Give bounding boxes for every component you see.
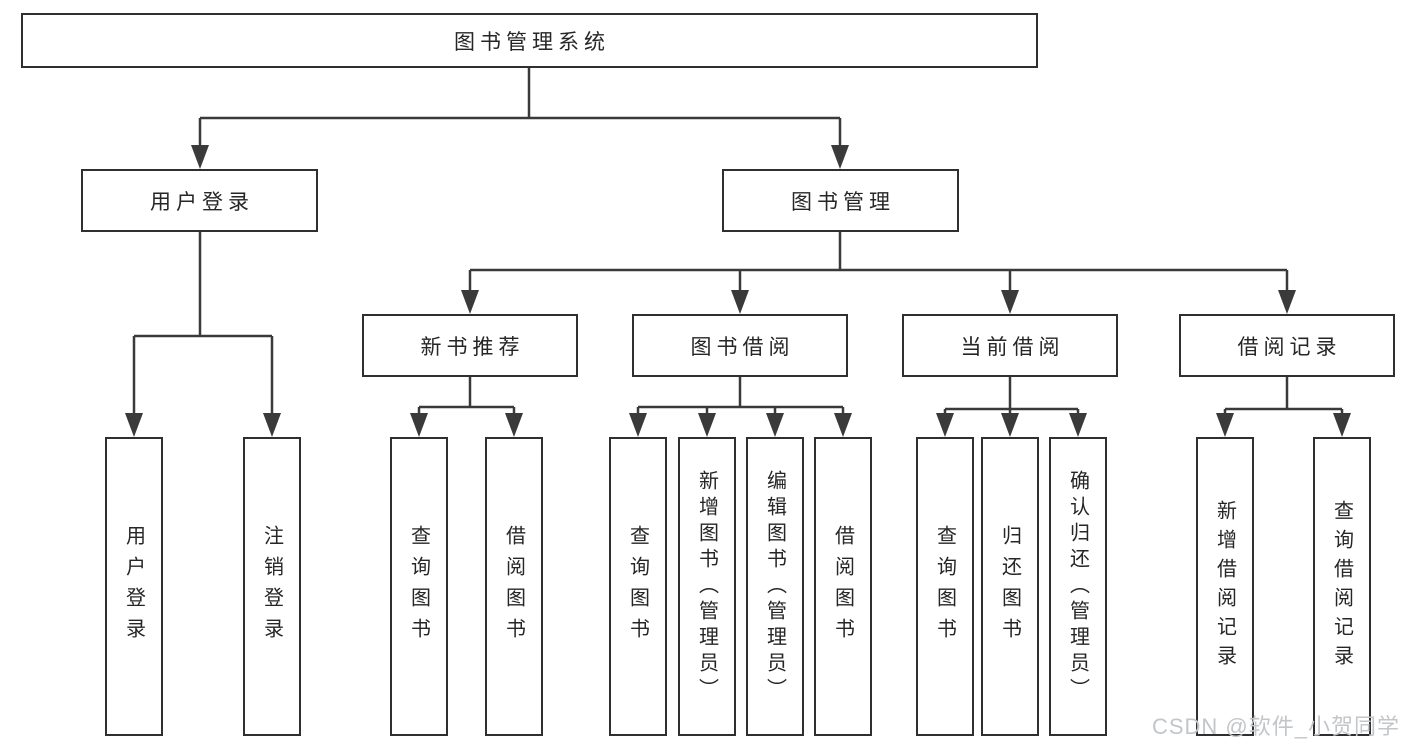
node-label: 确认归还（管理员） — [1066, 469, 1089, 704]
node-book-management: 图书管理 — [722, 169, 959, 232]
node-library-management-system: 图书管理系统 — [21, 13, 1038, 68]
connector-user-login-children — [125, 232, 281, 437]
node-label: 用户登录 — [150, 190, 254, 214]
arrow-down-icon — [191, 145, 209, 169]
arrow-down-icon — [629, 413, 647, 437]
connector-current-borrowing-children — [936, 377, 1087, 437]
node-label: 当前借阅 — [960, 335, 1065, 359]
leaf-borrow-books-recommend: 借阅图书 — [485, 437, 543, 736]
arrow-down-icon — [936, 413, 954, 437]
node-label: 图书借阅 — [690, 335, 795, 359]
connector-borrowing-records-children — [1216, 377, 1351, 437]
leaf-confirm-return-admin: 确认归还（管理员） — [1049, 437, 1107, 736]
arrow-down-icon — [125, 413, 143, 437]
node-label: 新书推荐 — [420, 335, 525, 359]
arrow-down-icon — [1001, 413, 1019, 437]
leaf-query-books-recommend: 查询图书 — [390, 437, 448, 736]
arrow-down-icon — [698, 413, 716, 437]
arrow-down-icon — [1333, 413, 1351, 437]
node-label: 借阅图书 — [831, 524, 854, 649]
leaf-query-books-current: 查询图书 — [916, 437, 974, 736]
leaf-add-borrowing-record: 新增借阅记录 — [1196, 437, 1254, 736]
arrow-down-icon — [410, 413, 428, 437]
arrow-down-icon — [1069, 413, 1087, 437]
node-book-borrowing: 图书借阅 — [632, 314, 848, 377]
node-label: 借阅记录 — [1237, 335, 1342, 359]
node-label: 图书管理系统 — [454, 30, 610, 54]
node-label: 图书管理 — [791, 190, 895, 214]
node-label: 新增图书（管理员） — [695, 469, 718, 704]
leaf-return-books: 归还图书 — [981, 437, 1039, 736]
node-label: 查询图书 — [626, 524, 649, 649]
arrow-down-icon — [263, 413, 281, 437]
connector-book-borrowing-children — [629, 377, 852, 437]
node-label: 借阅图书 — [502, 524, 525, 649]
leaf-user-login: 用户登录 — [105, 437, 163, 736]
node-current-borrowing: 当前借阅 — [902, 314, 1118, 377]
leaf-logout: 注销登录 — [243, 437, 301, 736]
node-label: 查询图书 — [407, 524, 430, 649]
node-new-book-recommendation: 新书推荐 — [362, 314, 578, 377]
leaf-add-books-admin: 新增图书（管理员） — [678, 437, 736, 736]
node-borrowing-records: 借阅记录 — [1179, 314, 1395, 377]
arrow-down-icon — [1216, 413, 1234, 437]
connector-new-book-children — [410, 377, 523, 437]
arrow-down-icon — [731, 290, 749, 314]
node-label: 查询图书 — [933, 524, 956, 649]
node-label: 用户登录 — [122, 524, 145, 649]
leaf-query-books-borrowing: 查询图书 — [609, 437, 667, 736]
node-label: 注销登录 — [260, 524, 283, 649]
connector-root-to-level2 — [191, 68, 849, 169]
node-label: 新增借阅记录 — [1213, 499, 1236, 674]
arrow-down-icon — [1001, 290, 1019, 314]
arrow-down-icon — [461, 290, 479, 314]
arrow-down-icon — [834, 413, 852, 437]
node-label: 编辑图书（管理员） — [763, 469, 786, 704]
leaf-query-borrowing-record: 查询借阅记录 — [1313, 437, 1371, 736]
connector-book-management-children — [461, 232, 1296, 314]
arrow-down-icon — [505, 413, 523, 437]
node-label: 归还图书 — [998, 524, 1021, 649]
leaf-edit-books-admin: 编辑图书（管理员） — [746, 437, 804, 736]
csdn-watermark: CSDN @软件_小贺同学 — [1151, 714, 1400, 739]
node-label: 查询借阅记录 — [1330, 499, 1353, 674]
leaf-borrow-books: 借阅图书 — [814, 437, 872, 736]
arrow-down-icon — [831, 145, 849, 169]
arrow-down-icon — [1278, 290, 1296, 314]
node-user-login: 用户登录 — [81, 169, 318, 232]
arrow-down-icon — [766, 413, 784, 437]
